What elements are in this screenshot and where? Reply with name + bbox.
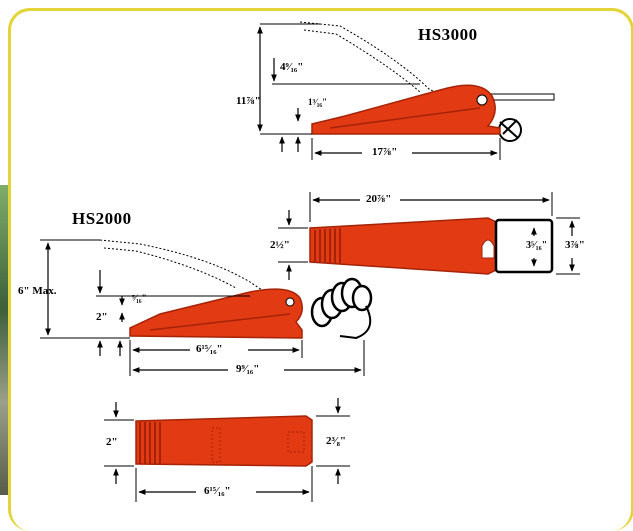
hs2000-top-length: 6¹⁵⁄₁₆" <box>204 485 231 497</box>
hs3000-top-width-outer: 3⅞" <box>565 239 585 251</box>
hs2000-top-width-right: 2³⁄₈" <box>326 435 347 447</box>
hs3000-body <box>311 84 501 135</box>
hs3000-top-width-body: 2½" <box>270 239 290 251</box>
hs3000-top-width-bail: 3⁵⁄₁₆" <box>526 240 548 251</box>
hs2000-title: HS2000 <box>72 209 132 228</box>
hs2000-top-body <box>135 415 313 467</box>
hs2000-top-width-left: 2" <box>106 436 118 448</box>
hs2000-length-total: 9⁹⁄₁₆" <box>236 363 260 375</box>
hs3000-height-total: 11⅞" <box>236 95 261 107</box>
hs2000-body <box>129 288 303 339</box>
hs3000-height-upper: 4⁹⁄₁₆" <box>280 61 304 73</box>
hs3000-height-tip: 1³⁄₁₆" <box>308 97 328 107</box>
hs2000-top-view <box>104 398 350 502</box>
hs3000-length: 17⅞" <box>372 146 398 158</box>
hs2000-height-tip: 2" <box>96 311 108 323</box>
background-photo-strip <box>0 185 9 495</box>
hs2000-length-body: 6¹⁵⁄₁₆" <box>196 343 223 355</box>
hs3000-side-view <box>257 21 555 160</box>
hs2000-height-max: 6" Max. <box>18 285 57 297</box>
hs3000-title: HS3000 <box>418 25 478 44</box>
hs3000-top-body <box>309 217 497 275</box>
hs3000-top-view <box>278 192 580 280</box>
hs3000-top-length: 20⅞" <box>366 193 392 205</box>
hs2000-gap: ⁵⁄₁₆" <box>132 293 147 303</box>
hs2000-side-view <box>40 239 373 376</box>
